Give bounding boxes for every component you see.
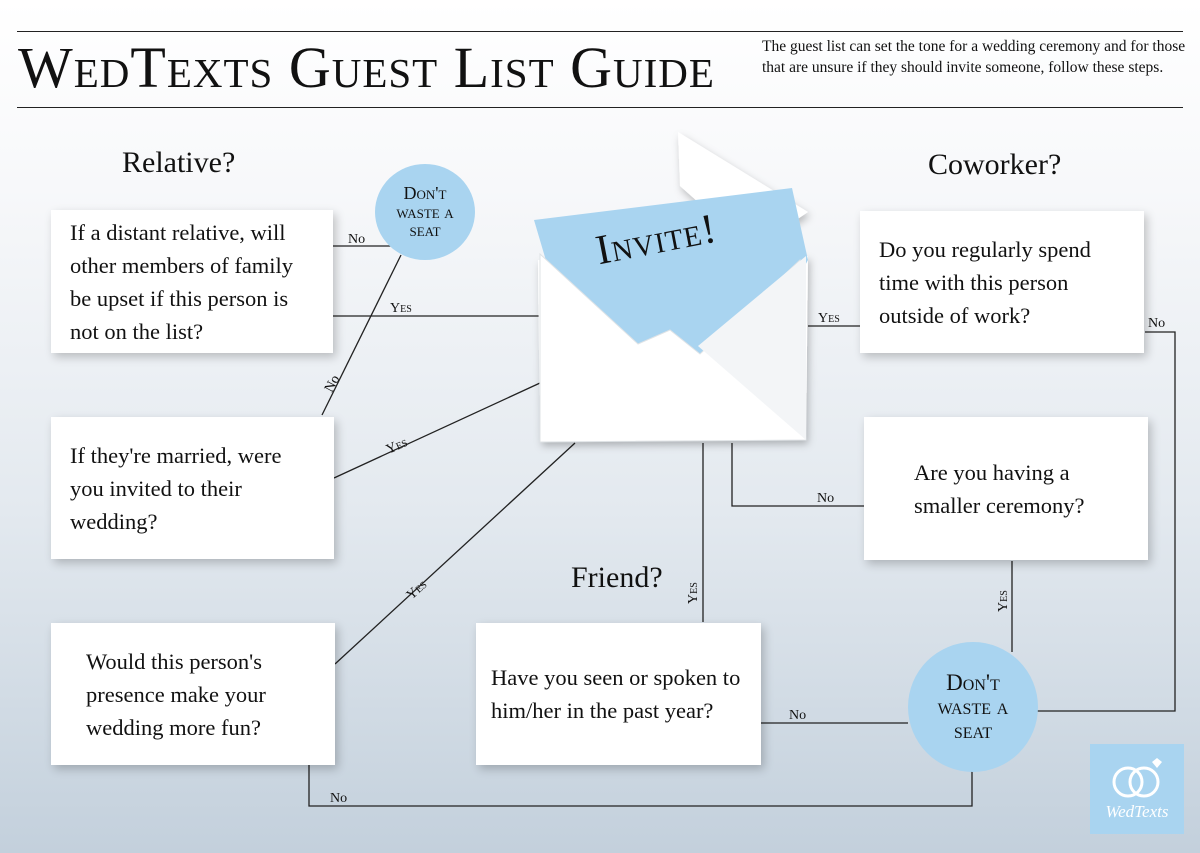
outcome-dont-waste-seat-top: Don't waste a seat: [375, 164, 475, 260]
label-friend-no: No: [789, 708, 807, 723]
label-friend-yes: Yes: [686, 582, 701, 604]
label-spend-no: No: [1148, 316, 1166, 331]
page-title: WedTexts Guest List Guide: [18, 35, 715, 100]
heading-friend: Friend?: [571, 561, 663, 594]
heading-coworker: Coworker?: [928, 148, 1062, 181]
edge-married-no: [321, 254, 402, 416]
edge-fun-yes: [334, 442, 576, 665]
wedtexts-logo: WedTexts: [1090, 744, 1184, 834]
envelope-side-flap: [698, 256, 806, 440]
logo-text: WedTexts: [1105, 802, 1169, 821]
question-spend-time: Do you regularly spend time with this pe…: [860, 211, 1144, 353]
envelope-illustration: [534, 132, 808, 443]
label-distant-yes: Yes: [390, 301, 412, 316]
label-smaller-yes: Yes: [996, 590, 1011, 612]
label-distant-no: No: [348, 232, 366, 247]
label-smaller-no: No: [817, 491, 835, 506]
header-rule-bottom: [17, 107, 1183, 108]
edge-married-yes: [333, 382, 541, 479]
edge-spend-no: [1035, 331, 1176, 712]
rings-icon: [1112, 758, 1162, 798]
edge-smaller-no: [731, 443, 864, 507]
question-married: If they're married, were you invited to …: [51, 417, 334, 559]
question-smaller-ceremony: Are you having a smaller ceremony?: [864, 417, 1148, 560]
label-fun-no: No: [330, 791, 348, 806]
intro-text: The guest list can set the tone for a we…: [762, 38, 1186, 76]
header-rule-top: [17, 31, 1183, 32]
heading-relative: Relative?: [122, 146, 236, 179]
question-seen-spoken: Have you seen or spoken to him/her in th…: [476, 623, 761, 765]
question-distant-relative: If a distant relative, will other member…: [51, 210, 333, 353]
outcome-dont-waste-seat-bottom: Don't waste a seat: [908, 642, 1038, 772]
question-fun: Would this person's presence make your w…: [51, 623, 335, 765]
edge-fun-no: [308, 765, 973, 807]
label-spend-yes: Yes: [818, 311, 840, 326]
